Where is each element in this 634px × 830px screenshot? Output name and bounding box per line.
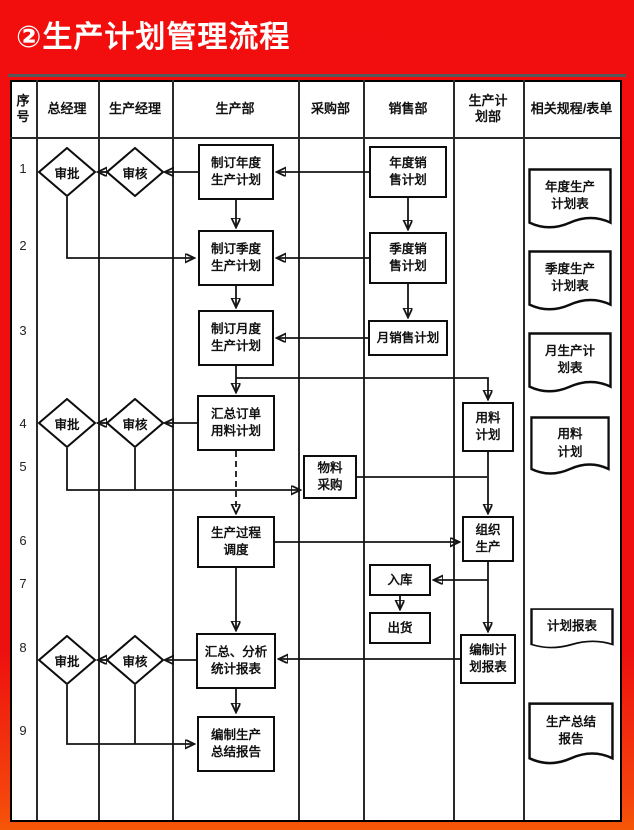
col-header-forms: 相关规程/表单 (530, 100, 613, 116)
document-shape (528, 702, 614, 765)
col-header-production-dept: 生产部 (215, 100, 255, 116)
document-shape (530, 608, 614, 649)
grid-line (298, 80, 300, 820)
node-review-row4: 审核 (106, 398, 164, 448)
row-number-3: 3 (19, 322, 27, 338)
document-monthly-plan-form: 月生产计 划表 (528, 332, 612, 398)
col-header-sales-dept: 销售部 (388, 100, 428, 116)
grid-line (36, 80, 38, 820)
node-make-annual-plan: 制订年度 生产计划 (198, 144, 274, 200)
node-organize-production: 组织 生产 (462, 516, 514, 562)
diamond-shape (38, 147, 96, 197)
node-label: 审批 (54, 166, 80, 181)
node-ship-out: 出货 (369, 612, 431, 644)
grid-line (453, 80, 455, 820)
node-review-row1: 审核 (106, 147, 164, 197)
node-summarize-analyze-reports: 汇总、分析 统计报表 (196, 633, 276, 689)
grid-line (523, 80, 525, 820)
row-number-2: 2 (19, 237, 27, 253)
node-make-quarterly-plan: 制订季度 生产计划 (198, 230, 274, 286)
node-approve-row8: 审批 (38, 635, 96, 685)
row-number-4: 4 (19, 415, 27, 431)
node-compile-plan-reports: 编制计 划报表 (460, 634, 516, 684)
document-shape (528, 168, 612, 229)
col-header-seq: 序 号 (16, 92, 30, 124)
document-shape (528, 332, 612, 393)
diamond-shape (106, 398, 164, 448)
document-label: 季度生产 计划表 (544, 261, 595, 294)
diamond-shape (38, 635, 96, 685)
node-material-plan: 用料 计划 (462, 402, 514, 452)
row-number-8: 8 (19, 639, 27, 655)
node-summarize-order-material-plan: 汇总订单 用料计划 (197, 395, 275, 451)
document-label: 计划报表 (546, 619, 597, 634)
document-label: 月生产计 划表 (544, 343, 595, 376)
node-material-purchase: 物料 采购 (303, 455, 357, 499)
document-label: 用料 计划 (557, 427, 583, 459)
document-annual-plan-form: 年度生产 计划表 (528, 168, 612, 234)
grid-line (363, 80, 365, 820)
node-approve-row1: 审批 (38, 147, 96, 197)
document-shape (530, 416, 610, 475)
document-label: 生产总结 报告 (545, 714, 596, 747)
node-monthly-sales-plan: 月销售计划 (368, 320, 448, 356)
row-number-1: 1 (19, 160, 27, 176)
node-warehouse-in: 入库 (369, 564, 431, 596)
node-approve-row4: 审批 (38, 398, 96, 448)
node-quarterly-sales-plan: 季度销 售计划 (369, 232, 447, 284)
grid-line (98, 80, 100, 820)
node-label: 审核 (122, 166, 148, 181)
col-header-planning-dept: 生产计 划部 (468, 92, 508, 124)
document-quarterly-plan-form: 季度生产 计划表 (528, 250, 612, 316)
node-annual-sales-plan: 年度销 售计划 (369, 146, 447, 198)
banner-underline (8, 74, 626, 77)
node-production-process-dispatch: 生产过程 调度 (197, 516, 275, 568)
node-label: 审批 (54, 654, 80, 669)
document-label: 年度生产 计划表 (544, 179, 595, 212)
col-header-purchasing-dept: 采购部 (310, 100, 350, 116)
node-compile-summary-report: 编制生产 总结报告 (197, 716, 275, 772)
diamond-shape (106, 147, 164, 197)
header-separator (10, 137, 620, 139)
grid-line (172, 80, 174, 820)
node-make-monthly-plan: 制订月度 生产计划 (198, 310, 274, 366)
row-number-6: 6 (19, 532, 27, 548)
page-title: ②生产计划管理流程 (16, 21, 291, 54)
node-label: 审核 (122, 654, 148, 669)
col-header-production-manager: 生产经理 (108, 100, 161, 116)
diamond-shape (38, 398, 96, 448)
diamond-shape (106, 635, 164, 685)
document-shape (528, 250, 612, 311)
node-label: 审核 (122, 417, 148, 432)
node-review-row8: 审核 (106, 635, 164, 685)
document-material-plan-form: 用料 计划 (530, 416, 610, 480)
document-plan-report-form: 计划报表 (530, 608, 614, 652)
row-number-5: 5 (19, 458, 27, 474)
row-number-9: 9 (19, 722, 27, 738)
node-label: 审批 (54, 417, 80, 432)
swimlane-table (10, 80, 622, 822)
col-header-general-manager: 总经理 (47, 100, 87, 116)
document-production-summary-report: 生产总结 报告 (528, 702, 614, 770)
row-number-7: 7 (19, 575, 27, 591)
